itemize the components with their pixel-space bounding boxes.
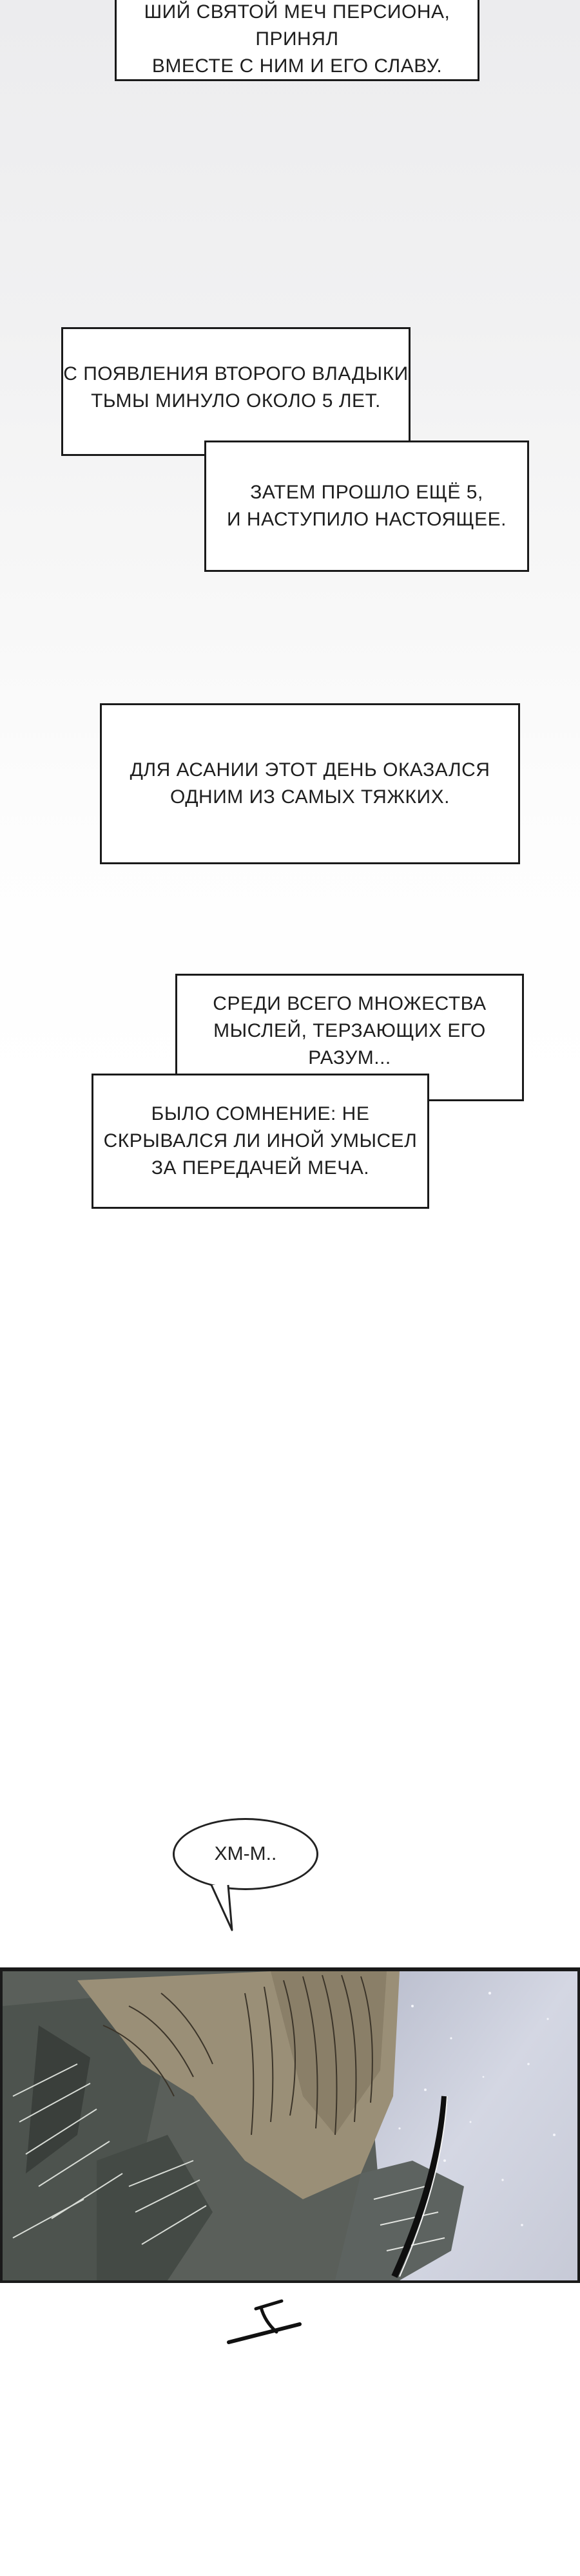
scene-illustration (0, 1967, 580, 2283)
caption-line: И НАСТУПИЛО НАСТОЯЩЕЕ. (227, 509, 507, 530)
caption-line: РАЗУМ... (308, 1047, 391, 1068)
caption-line: ЗАТЕМ ПРОШЛО ЕЩЁ 5, (250, 482, 483, 503)
caption-second-lord: С ПОЯВЛЕНИЯ ВТОРОГО ВЛАДЫКИ ТЬМЫ МИНУЛО … (61, 327, 411, 456)
caption-thoughts: СРЕДИ ВСЕГО МНОЖЕСТВА МЫСЛЕЙ, ТЕРЗАЮЩИХ … (175, 974, 524, 1101)
caption-line: МЫСЛЕЙ, ТЕРЗАЮЩИХ ЕГО (213, 1020, 486, 1041)
speech-bubble-tail (210, 1884, 233, 1931)
illustration-panel (0, 1967, 580, 2283)
figure-texture (102, 1975, 373, 2136)
caption-doubt: БЫЛО СОМНЕНИЕ: НЕ СКРЫВАЛСЯ ЛИ ИНОЙ УМЫС… (92, 1074, 429, 1209)
caption-line: ОДНИМ ИЗ САМЫХ ТЯЖКИХ. (170, 786, 450, 808)
caption-line: ВМЕСТЕ С НИМ И ЕГО СЛАВУ. (151, 55, 443, 77)
caption-line: ТЬМЫ МИНУЛО ОКОЛО 5 ЛЕТ. (91, 390, 381, 412)
caption-line: СРЕДИ ВСЕГО МНОЖЕСТВА (213, 993, 487, 1014)
cloak-hatching (12, 2063, 207, 2245)
caption-top: ШИЙ СВЯТОЙ МЕЧ ПЕРСИОНА, ПРИНЯЛ ВМЕСТЕ С… (115, 0, 479, 81)
caption-five-more: ЗАТЕМ ПРОШЛО ЕЩЁ 5, И НАСТУПИЛО НАСТОЯЩЕ… (204, 440, 529, 572)
caption-line: СКРЫВАЛСЯ ЛИ ИНОЙ УМЫСЕЛ (103, 1130, 418, 1151)
sound-effect-mark (227, 2299, 302, 2344)
caption-line: ЗА ПЕРЕДАЧЕЙ МЕЧА. (151, 1157, 370, 1179)
caption-line: ДЛЯ АСАНИИ ЭТОТ ДЕНЬ ОКАЗАЛСЯ (130, 759, 490, 781)
caption-line: С ПОЯВЛЕНИЯ ВТОРОГО ВЛАДЫКИ (63, 363, 409, 384)
caption-line: БЫЛО СОМНЕНИЕ: НЕ (151, 1103, 370, 1124)
speech-bubble: ХМ-М.. (173, 1818, 318, 1890)
caption-line: ШИЙ СВЯТОЙ МЕЧ ПЕРСИОНА, ПРИНЯЛ (144, 1, 450, 50)
caption-hard-day: ДЛЯ АСАНИИ ЭТОТ ДЕНЬ ОКАЗАЛСЯ ОДНИМ ИЗ С… (100, 703, 520, 864)
speech-bubble-text: ХМ-М.. (214, 1843, 277, 1864)
